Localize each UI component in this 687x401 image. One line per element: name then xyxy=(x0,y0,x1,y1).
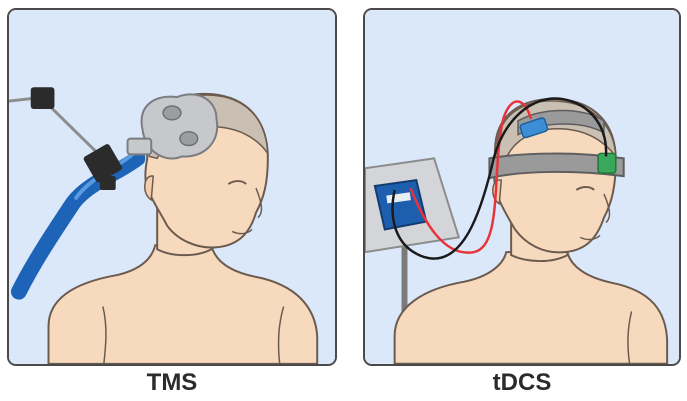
tms-illustration xyxy=(9,10,335,364)
tms-clamp-knob xyxy=(100,176,116,190)
tdcs-panel xyxy=(363,8,681,366)
tms-panel xyxy=(7,8,337,366)
tdcs-caption: tDCS xyxy=(363,368,681,398)
tdcs-illustration xyxy=(365,10,679,364)
tms-caption: TMS xyxy=(7,368,337,398)
tms-clamp-top xyxy=(31,87,55,109)
